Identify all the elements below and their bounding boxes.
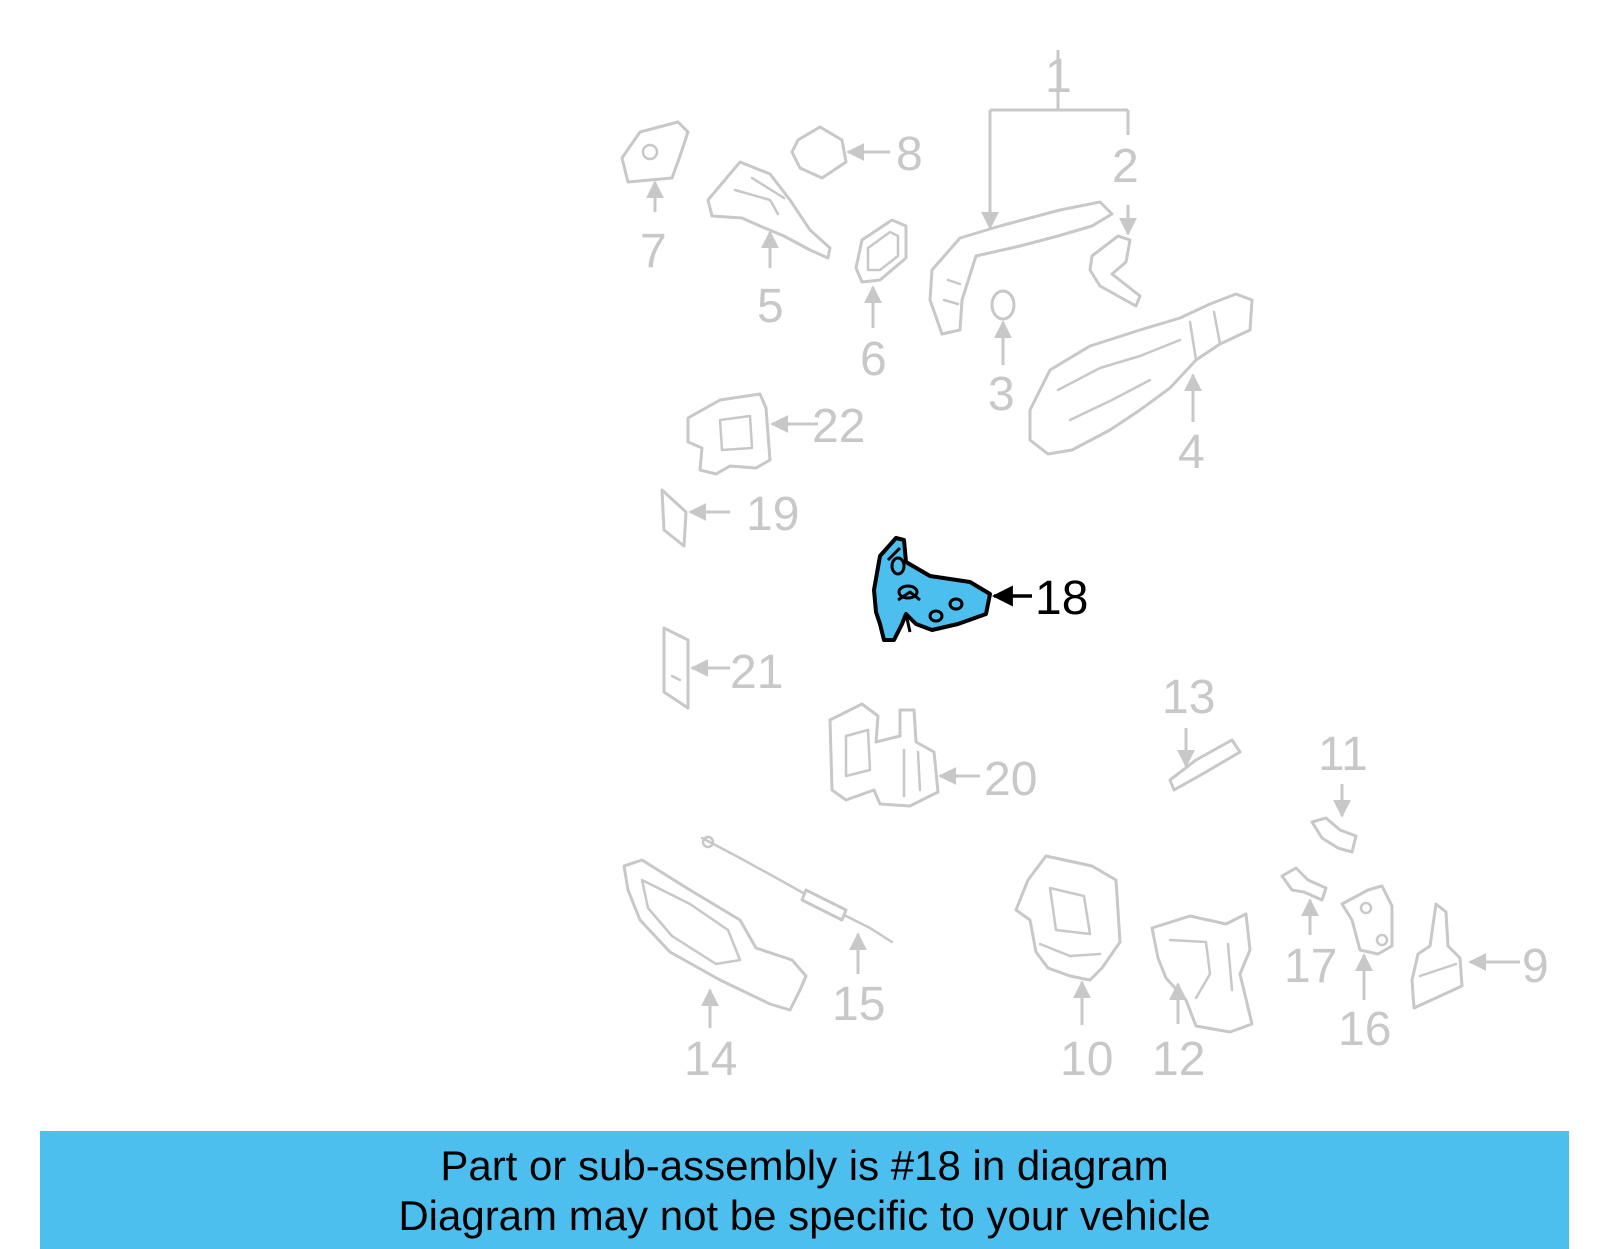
- callout-11[interactable]: 11: [1318, 728, 1368, 781]
- callout-3[interactable]: 3: [988, 368, 1015, 421]
- callout-9[interactable]: 9: [1522, 940, 1549, 993]
- callout-20[interactable]: 20: [984, 753, 1037, 806]
- part-10[interactable]: 10: [1014, 854, 1122, 1086]
- callout-1[interactable]: 1: [1045, 50, 1072, 103]
- callout-10[interactable]: 10: [1060, 1033, 1113, 1086]
- callout-13[interactable]: 13: [1162, 671, 1215, 724]
- part-9[interactable]: 9: [1410, 902, 1549, 1010]
- part-3[interactable]: 3: [988, 289, 1016, 421]
- callout-7[interactable]: 7: [640, 225, 667, 278]
- callout-8[interactable]: 8: [896, 128, 923, 181]
- part-22[interactable]: 22: [686, 392, 865, 476]
- part-2[interactable]: 2: [1088, 140, 1142, 308]
- part-1-handle: [928, 200, 1114, 336]
- callout-17[interactable]: 17: [1284, 940, 1337, 993]
- part-info-banner: Part or sub-assembly is #18 in diagram D…: [40, 1131, 1569, 1249]
- callout-18[interactable]: 18: [1035, 572, 1088, 625]
- callout-6[interactable]: 6: [860, 333, 887, 386]
- callout-19[interactable]: 19: [746, 488, 799, 541]
- callout-12[interactable]: 12: [1152, 1033, 1205, 1086]
- callout-4[interactable]: 4: [1178, 426, 1205, 479]
- part-18[interactable]: 18: [872, 536, 1088, 642]
- callout-15[interactable]: 15: [832, 978, 885, 1031]
- part-13[interactable]: 13: [1162, 671, 1242, 792]
- part-4[interactable]: 4: [1028, 292, 1254, 479]
- part-6[interactable]: 6: [854, 218, 908, 386]
- part-17[interactable]: 17: [1280, 866, 1337, 993]
- part-8[interactable]: 8: [790, 125, 923, 181]
- callout-14[interactable]: 14: [684, 1033, 737, 1086]
- callout-22[interactable]: 22: [812, 400, 865, 453]
- part-7[interactable]: 7: [620, 120, 690, 278]
- part-12[interactable]: 12: [1150, 912, 1254, 1086]
- callout-2[interactable]: 2: [1112, 140, 1139, 193]
- part-21[interactable]: 21: [662, 626, 783, 710]
- callout-16[interactable]: 16: [1338, 1003, 1391, 1056]
- part-19[interactable]: 19: [660, 488, 799, 548]
- banner-line-1: Part or sub-assembly is #18 in diagram: [440, 1142, 1169, 1189]
- banner-line-2: Diagram may not be specific to your vehi…: [398, 1192, 1211, 1239]
- callout-21[interactable]: 21: [730, 646, 783, 699]
- part-1[interactable]: 1: [981, 50, 1130, 230]
- callout-5[interactable]: 5: [757, 280, 784, 333]
- part-14[interactable]: 14: [622, 858, 808, 1086]
- part-11[interactable]: 11: [1310, 728, 1368, 854]
- part-15[interactable]: 15: [700, 835, 894, 1031]
- part-20[interactable]: 20: [828, 702, 1037, 808]
- part-16[interactable]: 16: [1338, 884, 1394, 1056]
- part-5[interactable]: 5: [706, 160, 832, 333]
